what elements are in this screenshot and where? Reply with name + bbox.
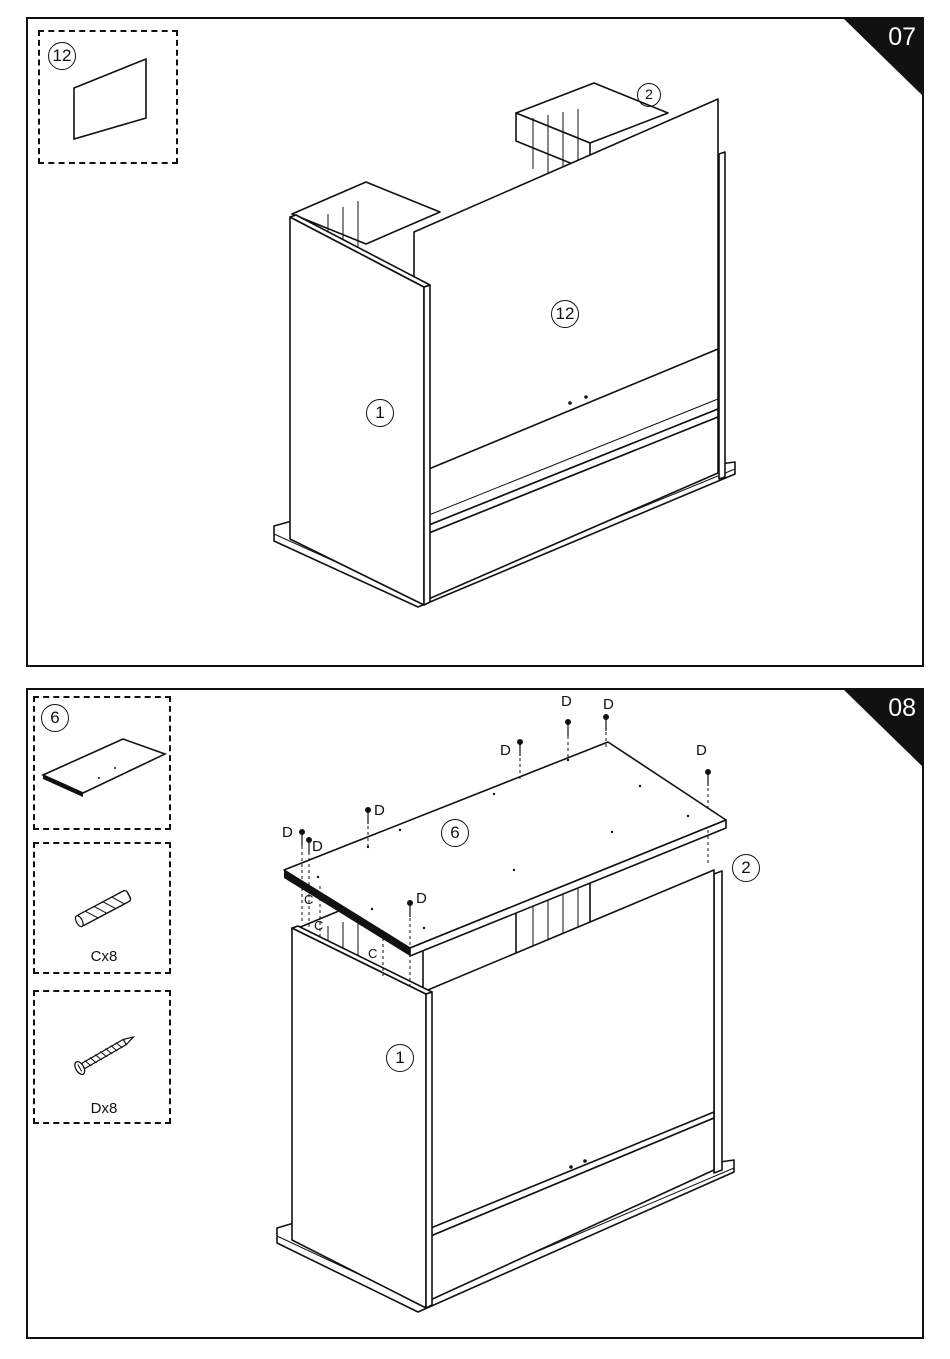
step-07-panel: 07 12 — [26, 17, 924, 667]
dowel-label: C — [304, 893, 313, 906]
part-label-side-panel: 1 — [366, 399, 394, 427]
step-08-panel: 08 6 Cx8 — [26, 688, 924, 1339]
screw-label: D — [282, 825, 293, 840]
part-label-back-side: 2 — [732, 854, 760, 882]
part-label-back-panel: 12 — [551, 300, 579, 328]
screw-label: D — [416, 891, 427, 906]
cabinet-assembly-drawing — [28, 19, 926, 669]
screw-label: D — [561, 694, 572, 709]
screw-label: D — [500, 743, 511, 758]
screw-label: D — [696, 743, 707, 758]
part-label-side-panel: 1 — [386, 1044, 414, 1072]
cabinet-top-assembly-drawing — [28, 690, 926, 1341]
part-label-top-panel: 6 — [441, 819, 469, 847]
screw-label: D — [312, 839, 323, 854]
part-label-back-side: 2 — [637, 83, 661, 107]
screw-label: D — [374, 803, 385, 818]
dowel-label: C — [368, 947, 377, 960]
dowel-label: C — [314, 919, 323, 932]
screw-label: D — [603, 697, 614, 712]
